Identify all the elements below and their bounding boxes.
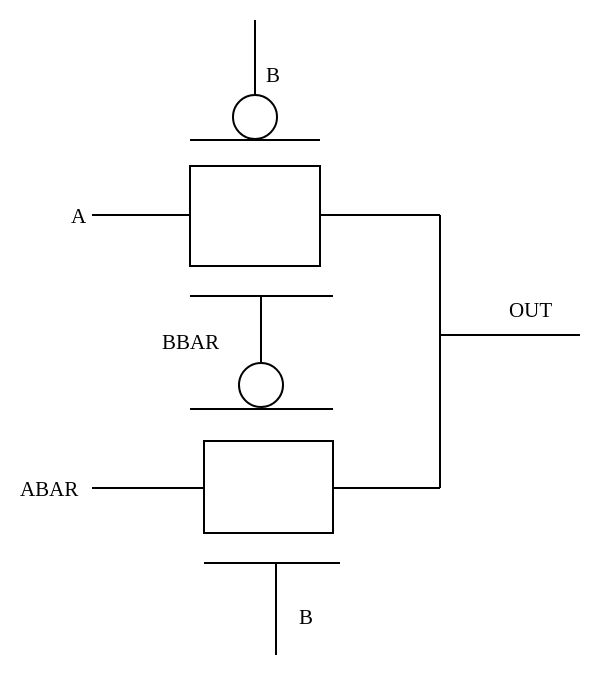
b-top-inversion-bubble [232,94,278,140]
label-b-bottom: B [299,605,313,629]
label-b-top: B [266,63,280,87]
bottom-switch-body [203,440,334,534]
label-abar: ABAR [20,477,78,501]
label-bbar: BBAR [162,330,219,354]
bottom-switch [92,440,440,655]
label-a: A [71,204,87,228]
top-switch-body [189,165,321,267]
bbar-inversion-bubble [238,362,284,408]
middle-control [190,295,333,410]
output-bus [439,215,580,488]
label-out: OUT [509,298,552,322]
top-switch [92,20,440,267]
